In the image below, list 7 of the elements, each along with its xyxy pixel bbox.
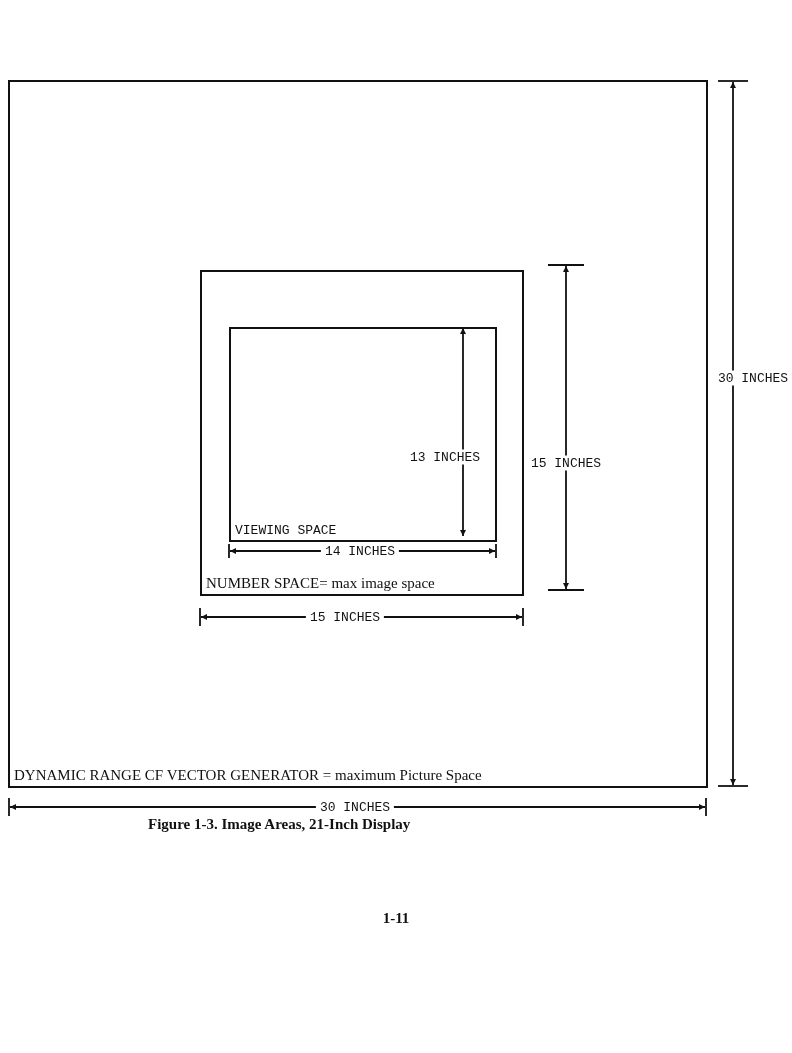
area-label: VIEWING SPACE — [235, 523, 337, 538]
number-space-frame — [200, 270, 524, 596]
viewing-space-frame — [229, 327, 497, 542]
figure-caption: Figure 1-3. Image Areas, 21-Inch Display — [148, 816, 411, 833]
picture-space-frame — [8, 80, 708, 788]
area-label: NUMBER SPACE= max image space — [206, 575, 435, 592]
area-label: DYNAMIC RANGE CF VECTOR GENERATOR = maximum Picture Space — [14, 767, 482, 784]
